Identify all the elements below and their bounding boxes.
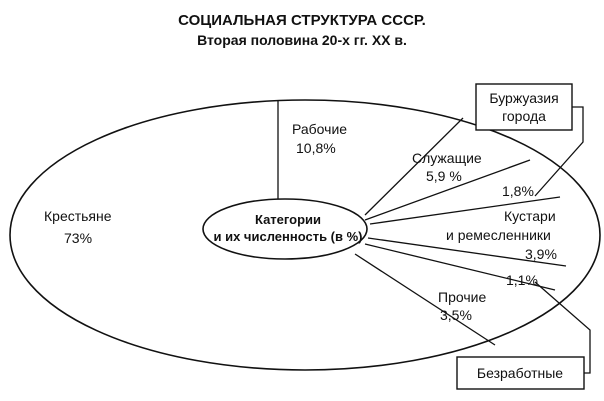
- slice-label-peasants: Крестьяне: [44, 208, 112, 224]
- chart-subtitle: Вторая половина 20-х гг. XX в.: [197, 32, 407, 48]
- callout-leader-bourgeoisie: [534, 106, 584, 197]
- slice-label-workers: Рабочие: [292, 121, 347, 137]
- slice-value-peasants: 73%: [64, 230, 92, 246]
- callout-box-unemployed: [456, 356, 585, 390]
- center-label-line2: и их численность (в %): [213, 229, 362, 244]
- chart-title: СОЦИАЛЬНАЯ СТРУКТУРА СССР.: [178, 12, 426, 29]
- divider-employees-bourgeoisie: [364, 159, 531, 221]
- slice-value-employees: 5,9 %: [426, 168, 462, 184]
- outer-ellipse: [9, 99, 601, 371]
- callout-unemployed-label: Безработные: [477, 365, 563, 381]
- divider-other-peasants: [354, 253, 496, 346]
- callout-bourgeoisie-line2: города: [502, 108, 546, 124]
- center-label-line1: Категории: [255, 212, 321, 227]
- divider-bourgeoisie-artisans: [369, 196, 561, 225]
- divider-unemployed-other: [364, 243, 556, 291]
- slice-value-unemployed: 1,1%: [506, 272, 538, 288]
- slice-label-other: Прочие: [438, 289, 486, 305]
- slice-value-workers: 10,8%: [296, 140, 336, 156]
- divider-workers-employees: [364, 117, 464, 216]
- slice-label-artisans-1: Кустари: [504, 208, 556, 224]
- center-ellipse: [202, 198, 368, 260]
- slice-value-other: 3,5%: [440, 307, 472, 323]
- slice-dividers: [277, 100, 567, 346]
- divider-artisans-unemployed: [367, 237, 567, 267]
- callout-leader-unemployed: [534, 281, 591, 374]
- slice-label-artisans-2: и ремесленники: [446, 227, 551, 243]
- slice-label-employees: Служащие: [412, 150, 482, 166]
- slice-value-bourgeoisie: 1,8%: [502, 183, 534, 199]
- callout-bourgeoisie-line1: Буржуазия: [489, 90, 558, 106]
- slice-value-artisans: 3,9%: [525, 246, 557, 262]
